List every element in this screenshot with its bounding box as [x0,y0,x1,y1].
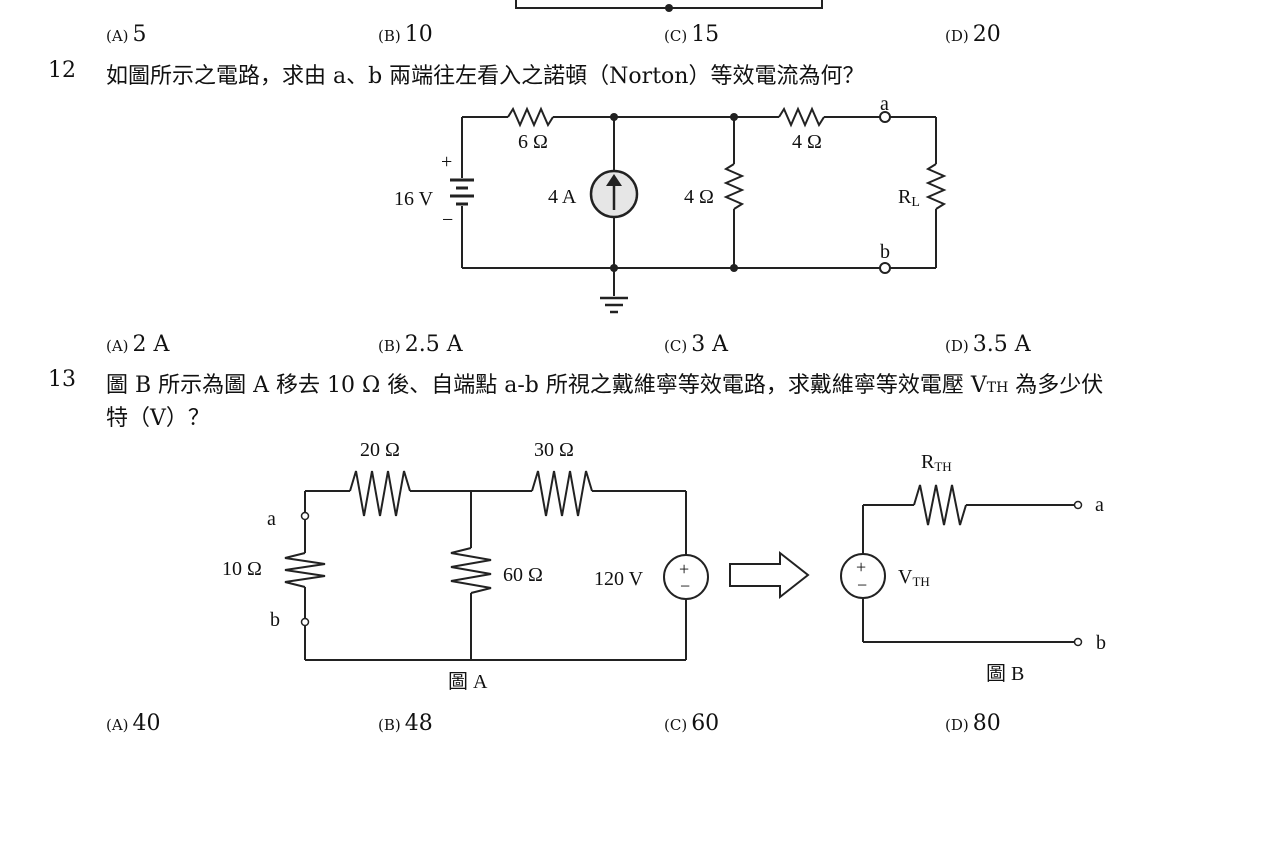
label-src-i: 4 A [548,186,577,208]
label-plus: + [856,557,866,577]
q11-circuit-fragment [515,0,823,12]
label-node-a: a [880,93,889,115]
label-r2: 4 Ω [792,131,822,153]
label-r30: 30 Ω [534,439,574,461]
q13-figure-a: 20 Ω 30 Ω 10 Ω 60 Ω 120 V + − a b 圖 A [222,439,709,693]
label-src-v: 16 V [394,188,434,210]
label-r60: 60 Ω [503,564,543,586]
q12-option-c[interactable]: (C)3 A [664,332,729,357]
label-node-b: b [270,609,280,631]
q13-option-a[interactable]: (A)40 [106,711,161,736]
label-node-b: b [880,241,890,263]
label-minus: − [857,575,867,595]
label-plus: + [679,559,689,579]
label-node-a: a [1095,494,1104,516]
label-r20: 20 Ω [360,439,400,461]
label-src-120v: 120 V [594,568,644,590]
q12-option-d[interactable]: (D)3.5 A [945,332,1031,357]
label-rl: RL [898,186,920,210]
resistor-rl [925,163,947,210]
label-rth: RTH [921,451,952,474]
label-r10: 10 Ω [222,558,262,580]
q13-figure-b: RTH VTH + − a b 圖 B [840,451,1106,685]
resistor-20ohm [349,470,411,517]
label-r1: 6 Ω [518,131,548,153]
terminal-b [879,262,891,274]
resistor-6ohm [507,106,554,128]
q13-option-d[interactable]: (D)80 [945,711,1001,736]
battery-16v-icon [450,178,474,206]
q12-number: 12 [48,58,76,83]
q12-circuit-diagram: 6 Ω 4 Ω 4 Ω 16 V 4 A + − RL a b [394,93,947,314]
q12-option-b[interactable]: (B)2.5 A [378,332,463,357]
resistor-10ohm [284,552,326,588]
q12-option-a[interactable]: (A)2 A [106,332,170,357]
q12-question-text: 如圖所示之電路，求由 a、b 兩端往左看入之諾頓（Norton）等效電流為何？ [106,64,865,89]
caption-figure-b: 圖 B [986,663,1024,685]
label-r3: 4 Ω [684,186,714,208]
q11-option-c[interactable]: (C)15 [664,22,720,47]
resistor-30ohm [531,470,593,517]
caption-figure-a: 圖 A [448,671,488,693]
label-plus: + [441,151,452,173]
q11-option-d[interactable]: (D)20 [945,22,1001,47]
q13-question-text-line2: 特（V）？ [106,406,210,431]
label-node-b: b [1096,632,1106,654]
resistor-60ohm [450,547,492,594]
resistor-rth [913,484,967,526]
q13-number: 13 [48,367,76,392]
q13-option-b[interactable]: (B)48 [378,711,433,736]
q11-option-a[interactable]: (A)5 [106,22,147,47]
resistor-4ohm-series [778,106,825,128]
arrow-right-icon [729,550,810,600]
label-node-a: a [267,508,276,530]
q13-option-c[interactable]: (C)60 [664,711,720,736]
q13-question-text-line1: 圖 B 所示為圖 A 移去 10 Ω 後、自端點 a-b 所視之戴維寧等效電路，… [106,373,1104,398]
label-minus: − [442,209,453,231]
resistor-4ohm-shunt [723,163,745,210]
label-minus: − [680,576,690,596]
q11-option-b[interactable]: (B)10 [378,22,433,47]
ground-icon [600,296,628,314]
label-vth: VTH [898,566,930,589]
